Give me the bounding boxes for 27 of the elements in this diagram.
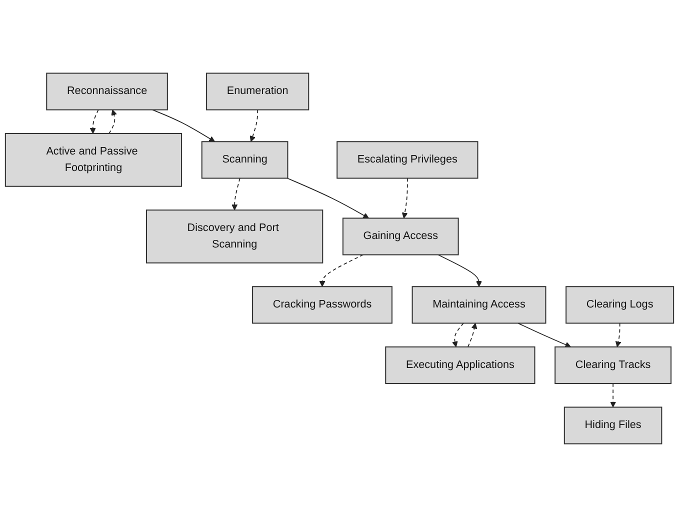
node-box: Gaining Access — [342, 218, 459, 256]
arrow — [232, 178, 240, 210]
node-box: Executing Applications — [385, 346, 536, 384]
node-box: Clearing Tracks — [554, 346, 672, 384]
node-box: Escalating Privileges — [336, 141, 478, 179]
node-box: Active and Passive Footprinting — [4, 133, 182, 187]
node-box: Enumeration — [206, 72, 310, 110]
node-box: Hiding Files — [564, 406, 662, 444]
arrow — [286, 178, 369, 218]
node-box: Cracking Passwords — [252, 286, 392, 324]
arrow — [518, 322, 572, 348]
node-box: Clearing Logs — [566, 286, 674, 324]
arrow — [615, 322, 622, 348]
arrow — [108, 110, 117, 134]
node-box: Scanning — [201, 141, 288, 179]
arrow — [319, 254, 364, 287]
node-box: Maintaining Access — [412, 286, 546, 324]
node-box: Discovery and Port Scanning — [146, 210, 324, 264]
arrow — [468, 322, 478, 348]
arrow — [250, 109, 258, 142]
arrow — [610, 383, 616, 408]
arrow — [402, 178, 408, 218]
arrow — [90, 109, 99, 134]
arrow — [438, 254, 482, 287]
arrow — [452, 322, 464, 348]
arrow — [152, 109, 216, 142]
node-box: Reconnaissance — [46, 72, 168, 110]
